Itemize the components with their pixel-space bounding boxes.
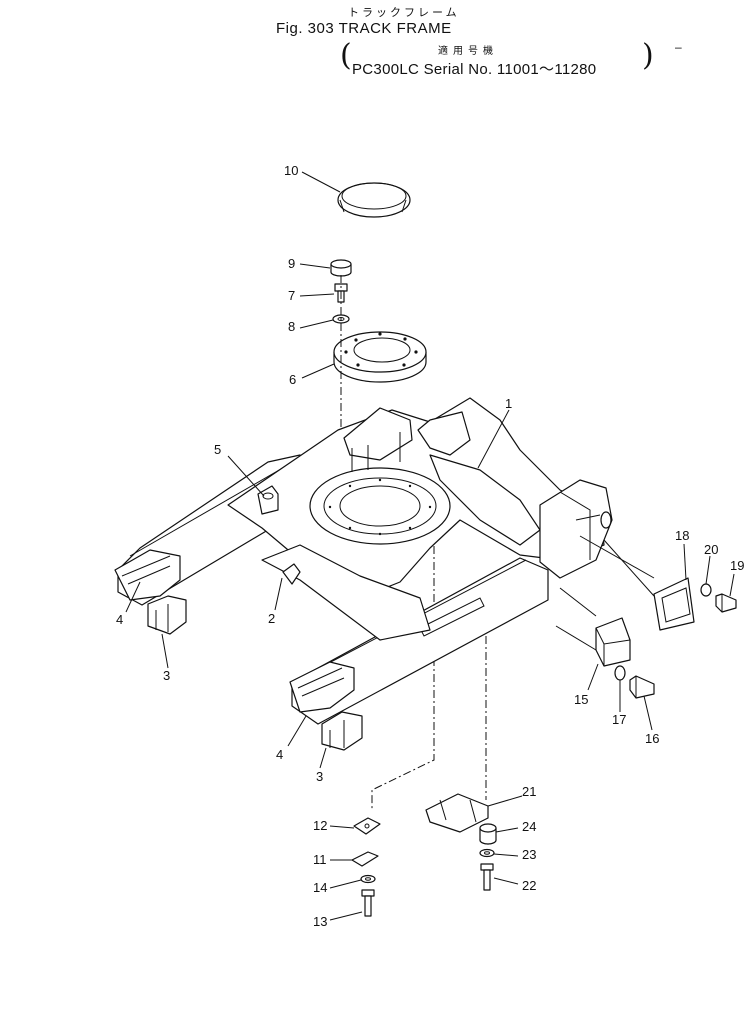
part-20-washer	[700, 583, 712, 597]
callout-4a: 4	[116, 612, 123, 627]
callout-17: 17	[612, 712, 626, 727]
part-17-washer	[614, 665, 626, 681]
callout-11: 11	[313, 852, 327, 867]
part-14-washer	[360, 874, 376, 884]
japanese-part-name: トラックフレーム	[348, 7, 460, 19]
callout-21: 21	[522, 784, 536, 799]
part-23-washer	[479, 848, 495, 858]
callout-2: 2	[268, 611, 275, 626]
callout-3b: 3	[316, 769, 323, 784]
callout-20: 20	[704, 542, 718, 557]
part-3-guard-upper	[147, 595, 187, 635]
callout-labels: 1 2 3 3 4 4 5 6 7 8 9 10 11 12 13 14 15 …	[116, 163, 744, 929]
callout-18: 18	[675, 528, 689, 543]
callout-23: 23	[522, 847, 536, 862]
callout-14: 14	[313, 880, 327, 895]
callout-9: 9	[288, 256, 295, 271]
part-24-collar	[479, 823, 497, 845]
left-paren: (	[340, 38, 352, 73]
leader-lines	[125, 171, 735, 921]
part-11-plate	[351, 851, 379, 867]
part-6-ring-block	[333, 331, 427, 383]
callout-22: 22	[522, 878, 536, 893]
callout-15: 15	[574, 692, 588, 707]
callout-12: 12	[313, 818, 327, 833]
part-22-bolt	[480, 863, 494, 891]
part-1-track-frame	[114, 397, 613, 725]
callout-4b: 4	[276, 747, 283, 762]
callout-5: 5	[214, 442, 221, 457]
callout-1: 1	[505, 396, 512, 411]
part-18-plate	[653, 577, 695, 631]
callout-7: 7	[288, 288, 295, 303]
figure-title: Fig. 303 TRACK FRAME	[276, 20, 452, 37]
part-15-block	[595, 617, 631, 667]
serial-range: PC300LC Serial No. 11001～11280	[352, 61, 597, 78]
part-3-guard-lower	[321, 711, 363, 751]
japanese-applicable-label: 適用号機	[438, 46, 498, 57]
callout-6: 6	[289, 372, 296, 387]
callout-13: 13	[313, 914, 327, 929]
right-paren: )	[642, 38, 654, 73]
callout-10: 10	[284, 163, 298, 178]
part-13-bolt	[361, 889, 375, 917]
side-mark: –	[675, 40, 682, 54]
part-12-plate	[353, 817, 381, 835]
part-16-bolt	[629, 675, 655, 699]
callout-19: 19	[730, 558, 744, 573]
callout-16: 16	[645, 731, 659, 746]
part-10-ring	[337, 182, 411, 218]
title-block: トラックフレーム Fig. 303 TRACK FRAME 適用号機 ( PC3…	[270, 4, 690, 84]
callout-8: 8	[288, 319, 295, 334]
part-19-bolt	[715, 593, 737, 613]
callout-24: 24	[522, 819, 536, 834]
part-21-bracket	[425, 793, 489, 833]
part-9-cap	[330, 259, 352, 277]
callout-3a: 3	[163, 668, 170, 683]
